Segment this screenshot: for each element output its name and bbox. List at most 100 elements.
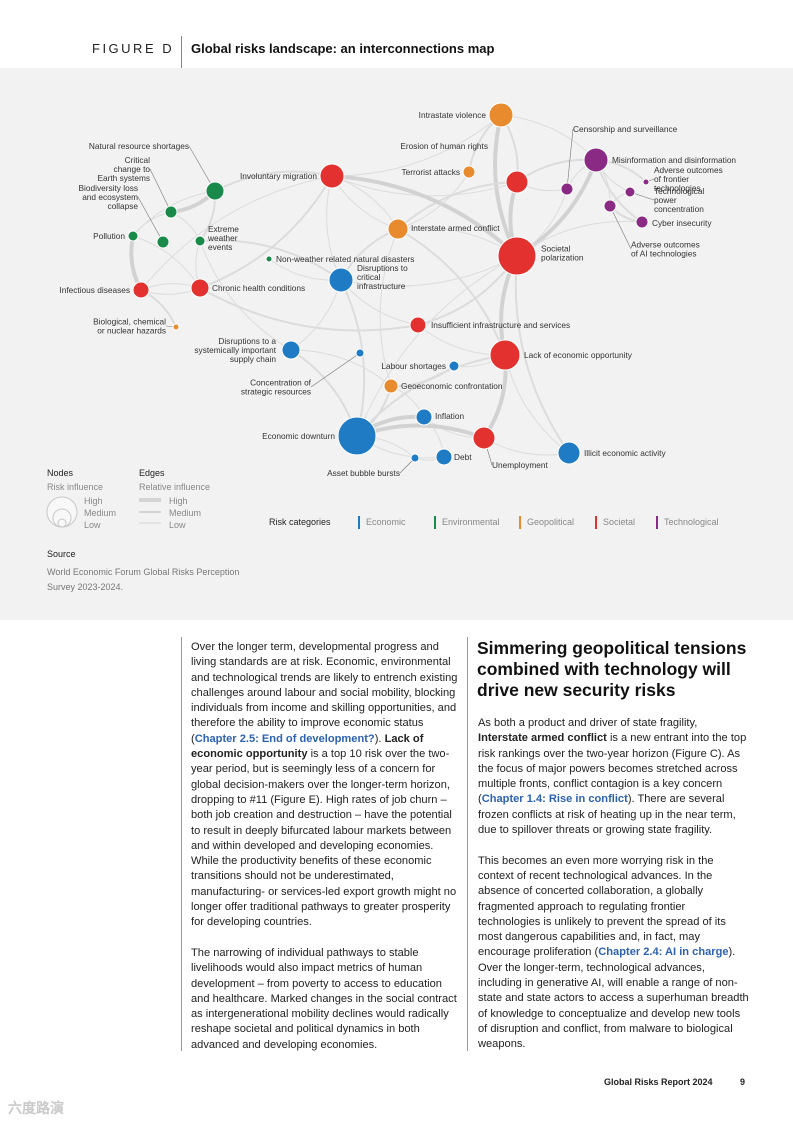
text-run: ). [374, 732, 385, 745]
label-assetbubble: Asset bubble bursts [327, 468, 400, 478]
leader-line [566, 128, 574, 190]
label-geoecon: Geoeconomic confrontation [401, 381, 503, 391]
node-misinfo [583, 147, 609, 173]
label-pollution: Pollution [93, 231, 125, 241]
label-lackecon: Lack of economic opportunity [524, 350, 633, 360]
edge-migration-polar [331, 174, 519, 258]
text-run: ). Over the longer-term, technological a… [478, 946, 749, 1051]
category-societal: Societal [595, 516, 635, 529]
node-concentration [355, 348, 365, 358]
label-chronic: Chronic health conditions [212, 283, 305, 293]
edge-migration-critchange [214, 170, 333, 192]
label-labour: Labour shortages [381, 361, 446, 371]
label-downturn: Economic downturn [262, 431, 335, 441]
label-inflation: Inflation [435, 411, 464, 421]
node-downturn [337, 416, 377, 456]
legend-node-sizes [46, 496, 78, 528]
leader-line [310, 352, 361, 388]
label-unemployment: Unemployment [492, 460, 548, 470]
category-economic: Economic [358, 516, 406, 529]
legend-node-low: Low [84, 520, 101, 530]
label-terrorist: Terrorist attacks [401, 167, 460, 177]
node-adverseai [603, 199, 617, 213]
node-labour [448, 360, 460, 372]
footer-report-name: Global Risks Report 2024 [604, 1077, 713, 1087]
node-techpower [624, 186, 636, 198]
node-intrastate [488, 102, 514, 128]
category-technological: Technological [656, 516, 719, 529]
node-assetbubble [410, 453, 420, 463]
text-run: Over the longer term, developmental prog… [191, 641, 458, 745]
chapter-link-ai-in-charge[interactable]: Chapter 2.4: AI in charge [598, 946, 729, 959]
edge-intrastate-migration [331, 114, 502, 177]
chapter-link-rise-in-conflict[interactable]: Chapter 1.4: Rise in conflict [481, 793, 628, 806]
node-insuffinfra [409, 316, 427, 334]
label-natres: Natural resource shortages [89, 141, 189, 151]
legend-edge-low: Low [169, 520, 186, 530]
edge-migration-disruptinfra [326, 175, 342, 281]
edge-polar-illicit [514, 255, 570, 454]
category-environmental: Environmental [434, 516, 500, 529]
left-column: Over the longer term, developmental prog… [191, 640, 459, 1068]
label-intrastate: Intrastate violence [419, 110, 487, 120]
legend-edge-medium: Medium [169, 508, 202, 518]
edge-unemployment-illicit [483, 437, 570, 456]
node-humanrights [505, 170, 529, 194]
figure-title: Global risks landscape: an interconnecti… [191, 41, 495, 56]
node-infectious [132, 281, 150, 299]
legend-edge-high: High [169, 496, 188, 506]
bold-term: Interstate armed conflict [478, 732, 607, 745]
legend-edges-subtitle: Relative influence [139, 482, 211, 492]
edge-polar-disruptinfra [340, 255, 518, 287]
label-misinfo: Misinformation and disinformation [612, 155, 736, 165]
node-extreme [194, 235, 206, 247]
left-paragraph-1: Over the longer term, developmental prog… [191, 640, 459, 931]
node-critchange [205, 181, 225, 201]
edge-migration-infectious [140, 175, 333, 291]
right-column: As both a product and driver of state fr… [478, 716, 750, 1068]
label-censorship: Censorship and surveillance [573, 124, 678, 134]
page-number: 9 [740, 1077, 746, 1087]
figure-label: FIGURE D [92, 41, 175, 56]
edge-interstate-geoecon [379, 228, 399, 387]
right-paragraph-2: This becomes an even more worrying risk … [478, 854, 750, 1053]
node-disruptinfra [328, 267, 354, 293]
edge-intrastate-misinfo [500, 114, 597, 161]
node-polar [497, 236, 537, 276]
edge-layer [129, 114, 655, 474]
legend-node-high: High [84, 496, 103, 506]
leader-line [149, 168, 172, 213]
label-humanrights: Erosion of human rights [400, 141, 488, 151]
label-cyber: Cyber insecurity [652, 218, 712, 228]
bold-term: Lack of economic opportunity [191, 732, 424, 761]
leader-line [609, 205, 632, 250]
node-pollution [127, 230, 139, 242]
chapter-link-end-of-development[interactable]: Chapter 2.5: End of development? [194, 732, 375, 745]
text-run: is a top 10 risk over the two-year perio… [191, 748, 457, 929]
right-paragraph-1: As both a product and driver of state fr… [478, 716, 750, 838]
label-debt: Debt [454, 452, 472, 462]
legend-node-medium: Medium [84, 508, 117, 518]
node-layer [127, 102, 650, 466]
watermark-logo: 六度路演 [8, 1100, 64, 1116]
node-terrorist [462, 165, 476, 179]
node-biodiv [164, 205, 178, 219]
category-geopolitical: Geopolitical [519, 516, 574, 529]
label-migration: Involuntary migration [240, 171, 317, 181]
node-nonweather [265, 255, 273, 263]
text-run: This becomes an even more worrying risk … [478, 854, 726, 959]
left-column-rule [181, 637, 182, 1051]
right-column-rule [467, 637, 468, 1051]
text-run: is a new entrant into the top risk ranki… [478, 732, 747, 806]
edge-biodiv-pollution [132, 211, 172, 237]
node-chronic [190, 278, 210, 298]
